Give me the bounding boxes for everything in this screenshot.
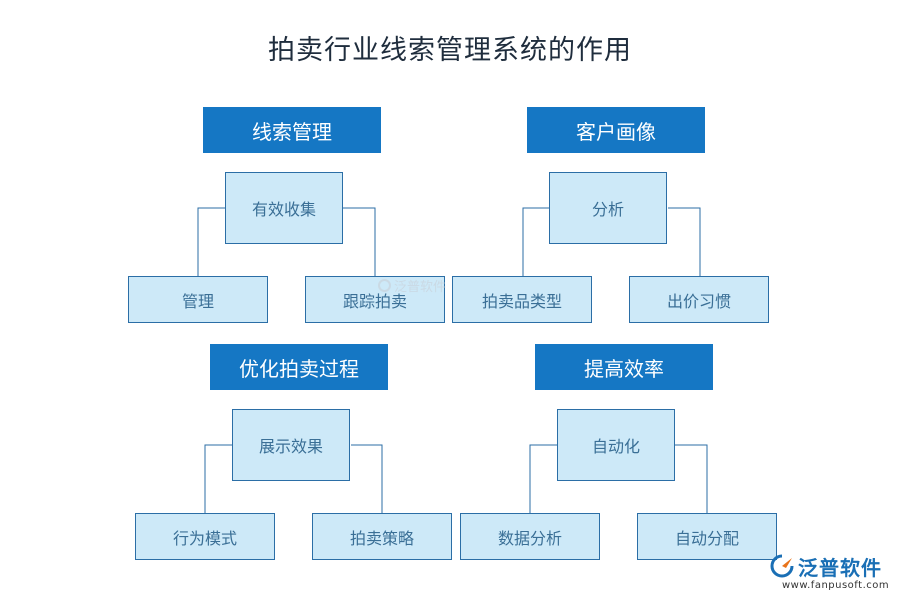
connector-line — [529, 444, 557, 513]
section-header-lead-management: 线索管理 — [203, 107, 381, 153]
node-track-auction: 跟踪拍卖 — [305, 276, 445, 323]
connector-line — [668, 207, 701, 276]
node-analysis: 分析 — [549, 172, 667, 244]
page-title: 拍卖行业线索管理系统的作用 — [268, 35, 632, 66]
connector-line — [522, 207, 549, 276]
brand-logo-icon — [770, 554, 794, 578]
connector-line — [343, 207, 376, 276]
brand-logo: 泛普软件 www.fanpusoft.com — [770, 552, 894, 596]
connector-line — [204, 444, 232, 513]
brand-name: 泛普软件 — [798, 556, 882, 580]
node-bidding-habits: 出价习惯 — [629, 276, 769, 323]
section-header-optimize-auction: 优化拍卖过程 — [210, 344, 388, 390]
connector-line — [675, 444, 708, 513]
watermark: 泛普软件 — [378, 276, 446, 295]
node-behavior-pattern: 行为模式 — [135, 513, 275, 560]
section-header-improve-efficiency: 提高效率 — [535, 344, 713, 390]
node-auction-item-type: 拍卖品类型 — [452, 276, 592, 323]
node-effective-collection: 有效收集 — [225, 172, 343, 244]
watermark-text: 泛普软件 — [394, 280, 447, 295]
connector-line — [351, 444, 383, 513]
node-display-effect: 展示效果 — [232, 409, 350, 481]
brand-url: www.fanpusoft.com — [782, 580, 890, 591]
node-data-analysis: 数据分析 — [460, 513, 600, 560]
node-auction-strategy: 拍卖策略 — [312, 513, 452, 560]
node-management: 管理 — [128, 276, 268, 323]
connector-line — [197, 207, 225, 276]
watermark-logo-icon — [378, 279, 391, 292]
section-header-customer-profile: 客户画像 — [527, 107, 705, 153]
node-auto-assign: 自动分配 — [637, 513, 777, 560]
node-automation: 自动化 — [557, 409, 675, 481]
